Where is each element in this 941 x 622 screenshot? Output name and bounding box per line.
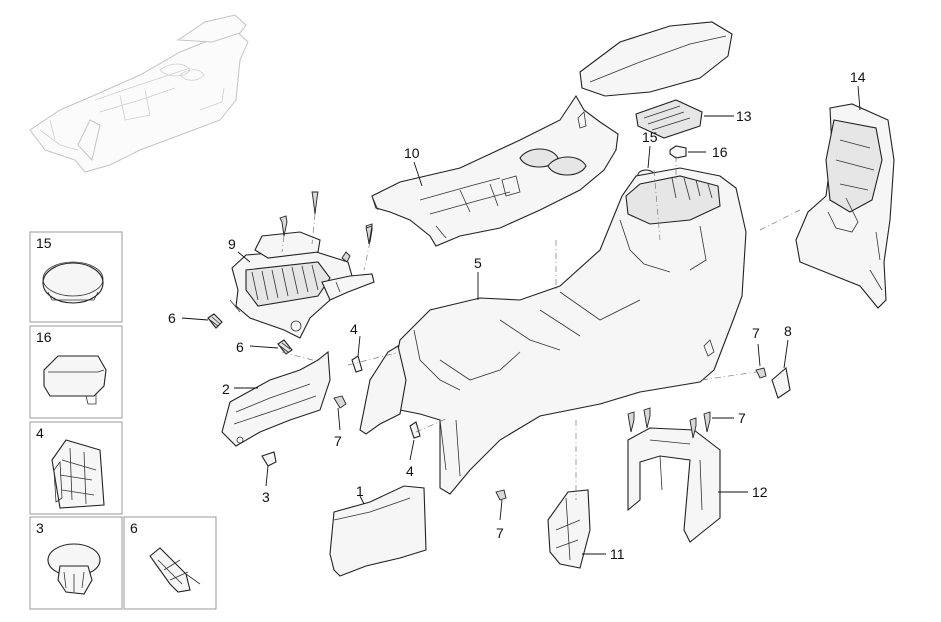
part-10-trim-panel xyxy=(371,94,619,247)
part-2-side-panel xyxy=(221,350,331,447)
detail-panel-4-label: 4 xyxy=(36,425,44,441)
callout-7-bracket: 7 xyxy=(738,410,746,426)
callout-12: 12 xyxy=(752,484,768,500)
part-10-screw xyxy=(365,225,373,245)
callout-13: 13 xyxy=(736,108,752,124)
part-13-mat xyxy=(635,99,703,139)
callout-1: 1 xyxy=(356,483,364,499)
callout-6-upper: 6 xyxy=(168,310,176,326)
callout-9: 9 xyxy=(228,236,236,252)
callout-16: 16 xyxy=(712,144,728,160)
part-7-screws xyxy=(333,367,767,501)
callout-6-lower: 6 xyxy=(236,339,244,355)
part-1-cover xyxy=(329,485,427,577)
callout-3: 3 xyxy=(262,489,270,505)
part-5-console-body xyxy=(359,167,747,495)
assembly-lines xyxy=(281,156,801,500)
detail-panel-3: 3 xyxy=(29,516,123,610)
part-9-storage-bin xyxy=(229,231,375,339)
detail-panel-6: 6 xyxy=(123,516,217,610)
callout-11: 11 xyxy=(610,546,625,562)
callout-8: 8 xyxy=(784,323,792,339)
part-11-bracket xyxy=(547,489,591,569)
detail-panel-15-label: 15 xyxy=(36,235,52,251)
callout-15: 15 xyxy=(642,129,658,145)
callout-2: 2 xyxy=(222,381,230,397)
callout-7-right: 7 xyxy=(752,325,760,341)
detail-panel-4: 4 xyxy=(29,421,123,515)
detail-panel-15: 15 xyxy=(29,231,123,323)
detail-panel-16-label: 16 xyxy=(36,329,52,345)
overview-ghost-console xyxy=(29,14,249,173)
part-6-fasteners xyxy=(207,313,293,355)
part-14-rear-panel xyxy=(795,103,895,309)
detail-panel-16: 16 xyxy=(29,325,123,419)
callout-14: 14 xyxy=(850,69,866,85)
part-3-clip xyxy=(261,451,277,467)
leader-lines xyxy=(181,85,861,555)
callout-4-upper: 4 xyxy=(350,321,358,337)
detail-panel-3-label: 3 xyxy=(36,520,44,536)
part-12-bracket xyxy=(627,427,721,543)
callout-4-lower: 4 xyxy=(406,463,414,479)
part-16-cap xyxy=(669,145,687,159)
callout-5: 5 xyxy=(474,255,482,271)
callout-7-bottom: 7 xyxy=(496,525,504,541)
callout-10: 10 xyxy=(404,145,420,161)
part-4-clips xyxy=(351,355,421,439)
detail-panel-6-label: 6 xyxy=(130,520,138,536)
part-8-cover xyxy=(771,366,791,399)
callout-7-left: 7 xyxy=(334,433,342,449)
armrest-lid xyxy=(579,21,733,97)
